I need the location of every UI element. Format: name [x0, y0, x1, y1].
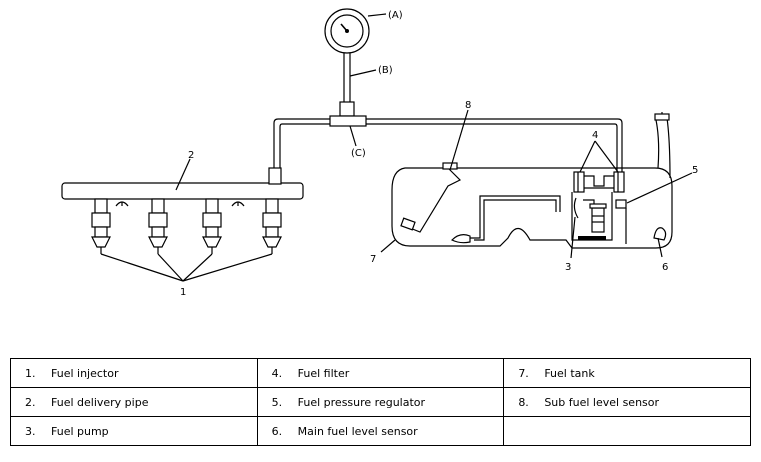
legend-text: Main fuel level sensor [297, 424, 418, 438]
callout-3: 3 [565, 262, 571, 273]
callout-1: 1 [180, 287, 186, 298]
fuel-feed-hose [273, 118, 623, 176]
legend-text: Fuel pump [51, 424, 109, 438]
legend-number: 2. [25, 395, 36, 409]
callout-b: (B) [378, 65, 393, 76]
callout-8: 8 [465, 100, 471, 111]
main-fuel-level-sensor [625, 208, 667, 244]
fuel-system-diagram: (A) (B) (C) 1 2 3 4 5 6 7 8 [61, 8, 698, 298]
fuel-delivery-pipe [61, 167, 304, 207]
legend-row: 2. Fuel delivery pipe 5. Fuel pressure reg… [10, 387, 751, 417]
filler-neck [654, 112, 671, 179]
legend-row: 1. Fuel injector 4. Fuel filter 7. Fuel tan… [10, 358, 751, 388]
legend-cell: 1. Fuel injector [10, 358, 258, 388]
legend-cell: 3. Fuel pump [10, 416, 258, 446]
fuel-filter [573, 171, 625, 193]
legend-number: 3. [25, 424, 36, 438]
legend-text: Fuel tank [544, 366, 595, 380]
legend-text: Fuel delivery pipe [51, 395, 149, 409]
gauge-hose [343, 53, 351, 103]
fuel-injector-2 [148, 198, 168, 254]
legend-number: 7. [518, 366, 529, 380]
fuel-pressure-regulator [615, 199, 627, 209]
t-joint [329, 101, 367, 127]
fuel-injector-1 [91, 198, 111, 254]
callout-7: 7 [370, 254, 376, 265]
callout-a: (A) [388, 10, 403, 21]
sub-fuel-level-sensor [400, 162, 462, 233]
legend-table: 1. Fuel injector 4. Fuel filter 7. Fuel tan… [10, 358, 751, 446]
legend-number: 4. [271, 366, 283, 380]
legend-text: Fuel injector [51, 366, 119, 380]
legend-text: Fuel pressure regulator [297, 395, 426, 409]
callout-1-leaders [100, 253, 273, 282]
legend-cell [503, 416, 751, 446]
legend-cell: 5. Fuel pressure regulator [256, 387, 505, 417]
legend-cell: 8. Sub fuel level sensor [503, 387, 751, 417]
legend-cell: 4. Fuel filter [256, 358, 505, 388]
pressure-gauge [324, 8, 370, 54]
legend-number: 5. [271, 395, 283, 409]
fuel-injector-3 [202, 198, 222, 254]
callout-6: 6 [662, 262, 668, 273]
leader-lines [175, 13, 693, 259]
legend-cell: 2. Fuel delivery pipe [10, 387, 258, 417]
legend-cell: 6. Main fuel level sensor [256, 416, 505, 446]
fuel-line [450, 195, 561, 244]
legend-text: Sub fuel level sensor [544, 395, 660, 409]
fuel-pump [571, 192, 613, 241]
legend-number: 6. [271, 424, 283, 438]
fuel-injector-4 [262, 198, 282, 254]
legend-cell: 7. Fuel tank [503, 358, 751, 388]
callout-4: 4 [592, 130, 598, 141]
fuel-tank [391, 167, 673, 249]
legend-number: 1. [25, 366, 36, 380]
callout-5: 5 [692, 165, 698, 176]
callout-c: (C) [351, 148, 366, 159]
legend-row: 3. Fuel pump 6. Main fuel level sensor [10, 416, 751, 446]
callout-2: 2 [188, 150, 194, 161]
legend-text: Fuel filter [297, 366, 350, 380]
legend-number: 8. [518, 395, 529, 409]
